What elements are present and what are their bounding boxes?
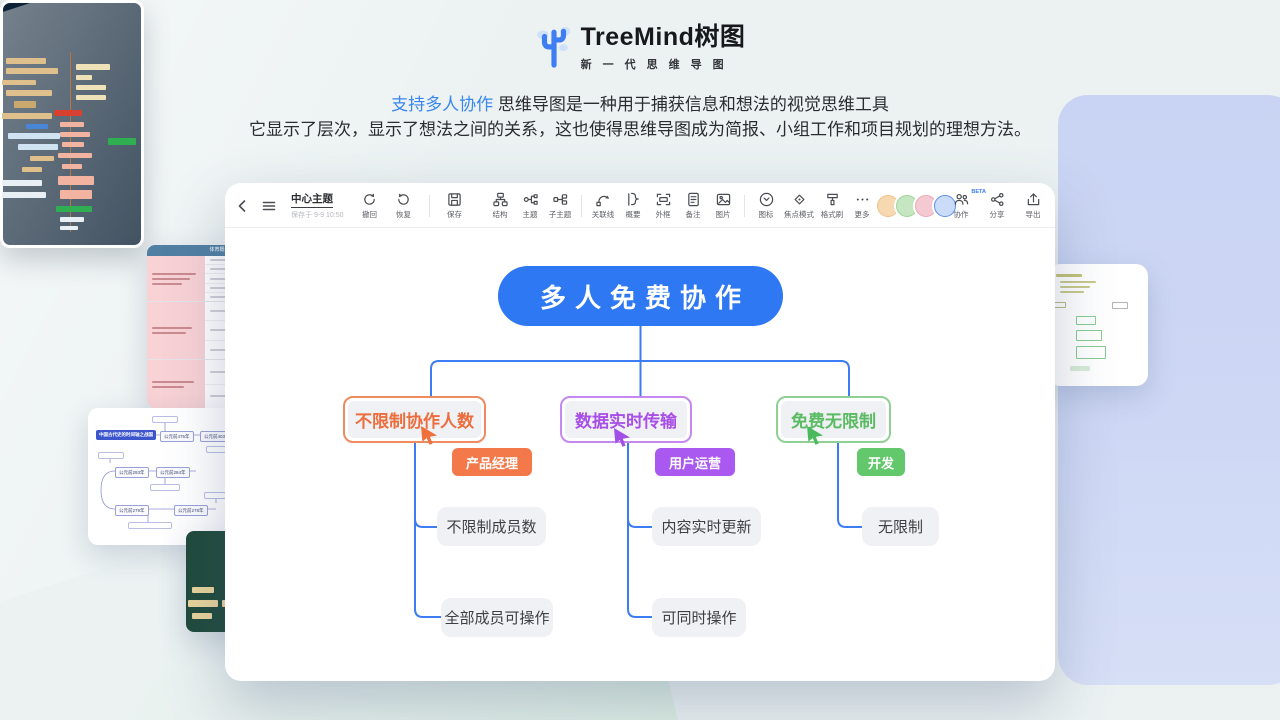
format-painter-icon	[826, 193, 838, 205]
collaborator-tag-1: 产品经理	[452, 448, 532, 476]
tool-image[interactable]: 图片	[711, 192, 735, 220]
tool-relation-line[interactable]: 关联线	[591, 192, 615, 220]
collaborator-tag-2: 用户运营	[655, 448, 735, 476]
toolbar-divider	[581, 194, 582, 217]
decor-right-white-card	[1048, 264, 1148, 386]
headline-line1: 思维导图是一种用于捕获信息和想法的视觉思维工具	[497, 95, 889, 114]
share-icon	[990, 192, 1004, 206]
save-button[interactable]: 保存	[443, 192, 467, 220]
app-window: 中心主题 保存于 9-9 10:50 撤回 恢复 保存 结构	[225, 183, 1055, 681]
decor-map-node: 公元前279年	[115, 505, 149, 516]
decor-map-annotation	[98, 452, 124, 459]
tool-note[interactable]: 备注	[681, 192, 705, 220]
hero-section: TreeMind树图 新一代思维导图 支持多人协作 思维导图是一种用于捕获信息和…	[0, 0, 1280, 142]
export-button[interactable]: 导出	[1021, 192, 1045, 220]
collaborator-cursor-green	[807, 426, 823, 445]
decor-mindmap-card: 中国古代史的时间轴之战国 公元前475年 公元前403年 公元前293年 公元前…	[88, 408, 238, 545]
collaborator-avatars	[877, 195, 956, 217]
headline-highlight: 支持多人协作	[391, 95, 494, 114]
headline: 支持多人协作 思维导图是一种用于捕获信息和想法的视觉思维工具 它显示了层次，显示…	[0, 92, 1280, 142]
tool-structure[interactable]: 结构	[488, 192, 512, 220]
child-node[interactable]: 内容实时更新	[652, 507, 761, 546]
tool-format-painter[interactable]: 格式刷	[820, 192, 844, 220]
treemind-logo-icon	[536, 27, 571, 68]
redo-icon	[398, 193, 409, 205]
collaborate-button[interactable]: BETA 协作	[953, 188, 987, 219]
brand-tagline: 新一代思维导图	[580, 59, 735, 71]
undo-button[interactable]: 撤回	[358, 192, 382, 220]
topic-icon	[523, 193, 538, 205]
collaborator-cursor-purple	[614, 428, 630, 447]
decor-map-node: 公元前293年	[115, 467, 149, 478]
relation-line-icon	[595, 195, 609, 206]
tool-more[interactable]: 更多	[850, 192, 874, 220]
decor-map-annotation	[128, 522, 172, 529]
avatar[interactable]	[934, 195, 956, 217]
more-icon	[856, 197, 868, 201]
undo-icon	[364, 193, 375, 205]
structure-icon	[492, 192, 508, 206]
redo-button[interactable]: 恢复	[392, 192, 416, 220]
tool-summary[interactable]: 概要	[621, 192, 645, 220]
decor-map-annotation	[150, 484, 180, 491]
tool-topic[interactable]: 主题	[518, 192, 542, 220]
save-icon	[448, 192, 461, 206]
decor-map-title: 中国古代史的时间轴之战国	[96, 430, 156, 440]
branch-node-1[interactable]: 不限制协作人数	[343, 396, 486, 443]
image-icon	[716, 193, 730, 205]
menu-icon[interactable]	[261, 198, 277, 214]
child-node[interactable]: 不限制成员数	[437, 507, 546, 546]
tool-icon-sticker[interactable]: 图标	[754, 192, 778, 220]
decor-map-annotation	[204, 492, 226, 499]
toolbar: 中心主题 保存于 9-9 10:50 撤回 恢复 保存 结构	[225, 183, 1055, 228]
mindmap-canvas[interactable]: 多人免费协作 不限制协作人数 数据实时传输 免费无限制 产品经理 用户运营 开发…	[225, 228, 1055, 681]
brand-logo: TreeMind树图 新一代思维导图	[0, 22, 1280, 72]
beta-badge: BETA	[971, 188, 986, 195]
tool-focus-mode[interactable]: 焦点模式	[784, 192, 814, 220]
child-node[interactable]: 全部成员可操作	[441, 598, 553, 637]
tool-frame[interactable]: 外框	[651, 192, 675, 220]
child-node[interactable]: 可同时操作	[652, 598, 746, 637]
headline-line2: 它显示了层次，显示了想法之间的关系，这也使得思维导图成为简报、小组工作和项目规划…	[249, 120, 1031, 139]
decor-map-node: 公元前278年	[174, 505, 208, 516]
branch-node-3[interactable]: 免费无限制	[776, 396, 891, 443]
collaborator-cursor-orange	[421, 426, 437, 445]
toolbar-divider	[744, 194, 745, 217]
document-title[interactable]: 中心主题	[291, 191, 333, 208]
sticker-icon	[759, 192, 773, 206]
subtopic-icon	[552, 193, 567, 205]
frame-icon	[656, 193, 670, 205]
document-title-block[interactable]: 中心主题 保存于 9-9 10:50	[291, 191, 344, 220]
tool-subtopic[interactable]: 子主题	[548, 192, 572, 220]
brand-title: TreeMind树图	[580, 23, 746, 51]
focus-mode-icon	[794, 194, 804, 204]
export-icon	[1027, 192, 1039, 205]
document-saved-status: 保存于 9-9 10:50	[291, 212, 344, 219]
collaborator-tag-3: 开发	[857, 448, 905, 476]
collaborate-icon	[954, 193, 968, 205]
toolbar-divider	[428, 194, 430, 217]
child-node[interactable]: 无限制	[862, 507, 939, 546]
lavender-backdrop-panel	[1058, 95, 1280, 685]
share-button[interactable]: 分享	[985, 192, 1009, 220]
decor-map-node: 公元前284年	[156, 467, 190, 478]
decor-map-node: 公元前475年	[160, 431, 194, 442]
decor-map-annotation	[206, 446, 226, 453]
root-node[interactable]: 多人免费协作	[498, 266, 783, 326]
back-icon[interactable]	[235, 198, 251, 214]
note-icon	[687, 192, 699, 206]
decor-map-annotation	[152, 416, 178, 423]
summary-icon	[627, 192, 639, 206]
